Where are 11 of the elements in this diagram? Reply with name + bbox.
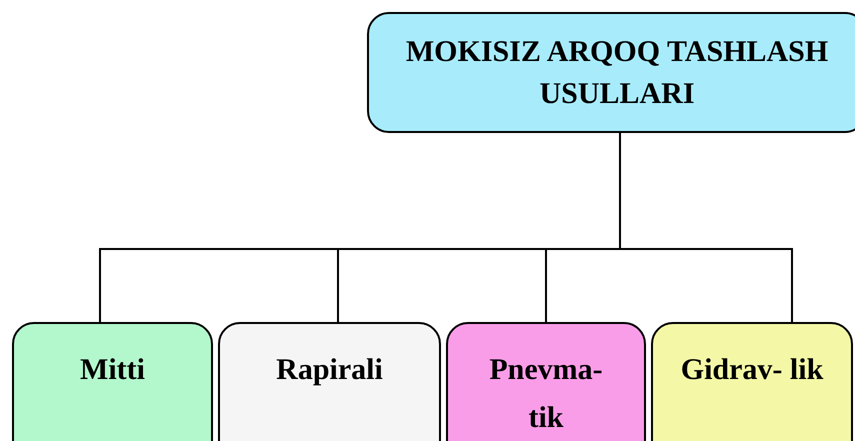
box-label: MOKISIZ ARQOQ TASHLASH USULLARI bbox=[404, 34, 830, 112]
category-box bbox=[446, 322, 646, 441]
box-label: Gidrav- lik bbox=[680, 352, 824, 388]
box-label: Rapirali bbox=[276, 352, 383, 388]
category-box bbox=[12, 322, 213, 441]
box-label: Pnevma- tik bbox=[488, 352, 604, 436]
category-box bbox=[651, 322, 853, 441]
connector-line bbox=[619, 133, 793, 322]
box-label: Mitti bbox=[80, 352, 145, 388]
category-box bbox=[218, 322, 441, 441]
title-box bbox=[367, 12, 855, 133]
